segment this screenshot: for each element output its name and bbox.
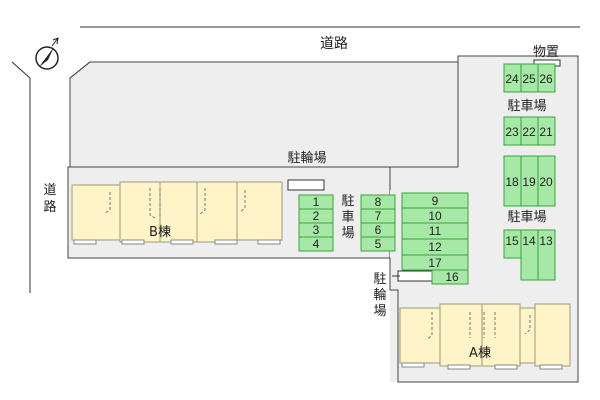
parking-number-3: 3	[313, 223, 320, 237]
parking-number-19: 19	[522, 175, 536, 189]
parking-number-18: 18	[505, 175, 519, 189]
parking-number-15: 15	[505, 234, 519, 248]
parking-number-26: 26	[539, 72, 553, 86]
parking-space-4	[298, 236, 334, 252]
lot-border	[67, 55, 579, 383]
bike-parking-lower-label-1: 駐	[373, 272, 386, 287]
parking-right-bottom-numbers: 15 14 13	[505, 234, 553, 248]
parking-space-13	[537, 229, 556, 281]
parking-space-5	[360, 236, 396, 252]
parking-col-b-numbers: 8 7 6 5	[375, 195, 382, 251]
parking-col-c-numbers: 9 10 11 12 17 16	[428, 194, 459, 284]
parking-center-label-1: 駐	[341, 194, 354, 209]
parking-number-21: 21	[539, 125, 553, 139]
bike-parking-lower-label-2: 輪	[373, 287, 386, 303]
parking-right-lower-numbers: 18 19 20	[505, 175, 553, 189]
road-left-line	[11, 61, 31, 293]
parking-number-22: 22	[522, 125, 536, 139]
parking-right-bottom-row	[503, 229, 556, 281]
parking-center-label-2: 車	[341, 210, 354, 225]
bike-parking-lower-label-3: 場	[373, 304, 386, 319]
parking-number-5: 5	[375, 237, 382, 251]
parking-number-12: 12	[428, 240, 442, 254]
bike-parking-upper-label: 駐輪場	[287, 150, 326, 166]
road-left-label-2: 路	[43, 199, 56, 215]
lot-upper-border	[69, 61, 458, 167]
parking-right-mid-numbers: 23 22 21	[505, 125, 553, 139]
parking-number-11: 11	[429, 224, 442, 238]
parking-number-10: 10	[428, 209, 442, 223]
building-a	[399, 303, 571, 370]
storage-label: 物置	[533, 45, 559, 60]
parking-space-20	[537, 155, 556, 207]
parking-number-25: 25	[522, 72, 536, 86]
parking-number-2: 2	[313, 209, 320, 223]
parking-number-9: 9	[432, 194, 439, 208]
parking-number-14: 14	[522, 234, 536, 248]
parking-number-4: 4	[313, 237, 320, 251]
north-arrow-icon	[35, 37, 59, 70]
parking-number-6: 6	[375, 223, 382, 237]
road-top-label: 道路	[320, 36, 348, 52]
parking-number-16: 16	[445, 270, 459, 284]
road-left-label-1: 道	[43, 183, 56, 198]
parking-right-upper-label: 駐車場	[507, 99, 546, 114]
building-b-label: B棟	[149, 225, 171, 240]
parking-number-23: 23	[505, 125, 519, 139]
parking-number-1: 1	[313, 195, 320, 209]
parking-right-mid-row	[503, 116, 556, 146]
parking-number-8: 8	[375, 195, 382, 209]
parking-space-16	[431, 269, 469, 285]
parking-number-13: 13	[539, 234, 553, 248]
building-a-label: A棟	[469, 346, 491, 361]
parking-number-24: 24	[505, 72, 519, 86]
parking-center-label-3: 場	[341, 226, 354, 241]
parking-right-lower-row	[503, 155, 556, 207]
parking-col-c	[401, 192, 469, 285]
parking-right-lower-label: 駐車場	[507, 210, 546, 225]
parking-space-26	[537, 63, 556, 93]
parking-col-a	[298, 194, 334, 252]
parking-right-top-row	[503, 63, 556, 93]
bike-parking-lower-rack	[397, 270, 433, 282]
parking-space-21	[537, 116, 556, 146]
parking-right-top-numbers: 24 25 26	[505, 72, 553, 86]
parking-number-7: 7	[375, 209, 382, 223]
bike-parking-upper-rack	[287, 179, 325, 191]
parking-number-20: 20	[539, 175, 553, 189]
parking-number-17: 17	[428, 256, 442, 270]
building-b	[71, 181, 283, 245]
parking-col-b	[360, 194, 396, 252]
parking-col-a-numbers: 1 2 3 4	[313, 195, 320, 251]
